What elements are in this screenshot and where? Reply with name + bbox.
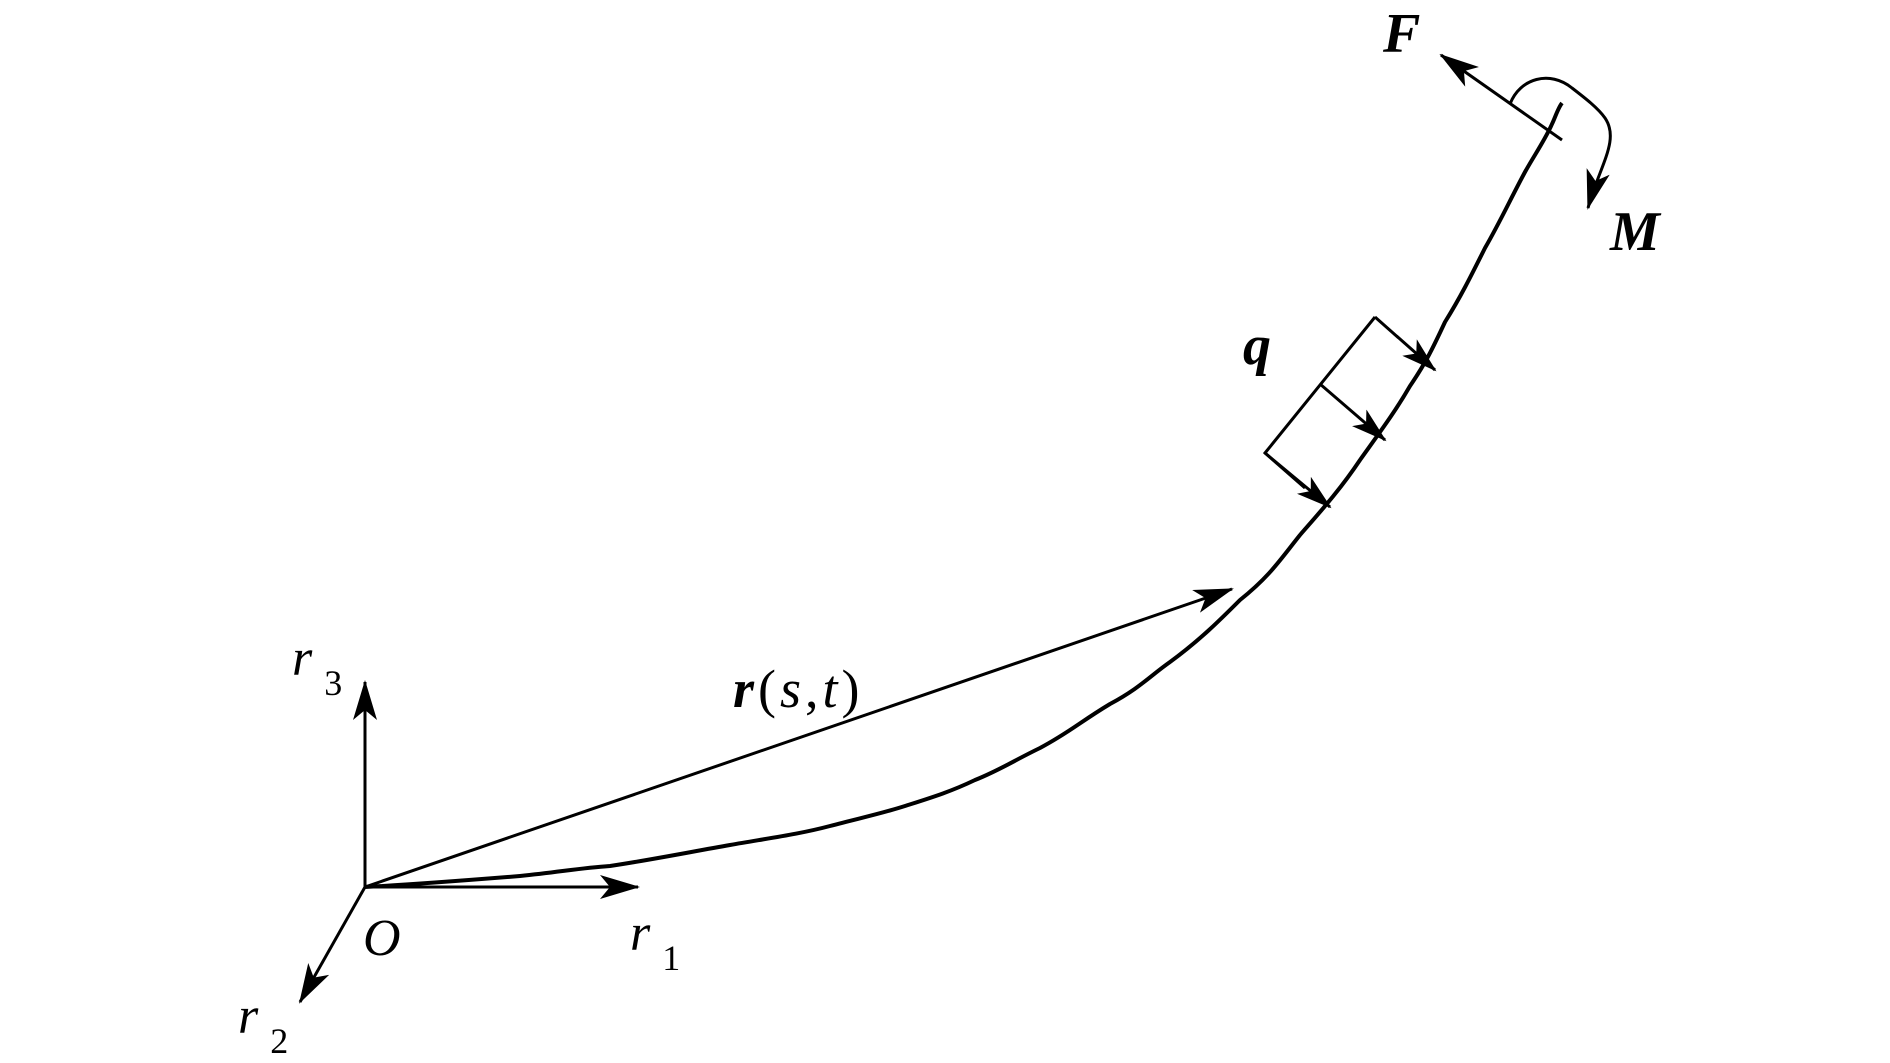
position-vector-s: s: [780, 659, 801, 719]
end-moment-arrow: [1508, 76, 1612, 210]
axis-r1-base: r: [630, 905, 651, 962]
rod-curve: [364, 101, 1564, 889]
end-force-label: F: [1382, 3, 1420, 65]
axis-r3-subscript: 3: [324, 663, 342, 703]
load-arrow-middle: [1319, 382, 1387, 442]
coordinate-axes: [298, 680, 640, 1004]
axis-r2-label: r 2: [238, 988, 288, 1061]
axis-r1-label: r 1: [630, 905, 680, 978]
position-vector-arrow: [364, 587, 1234, 889]
position-vector-open-paren: (: [758, 659, 776, 719]
position-vector-close-paren: ): [842, 659, 860, 719]
axis-r2-base: r: [238, 988, 259, 1045]
end-moment-label: M: [1609, 201, 1662, 263]
axis-r2-subscript: 2: [270, 1021, 288, 1061]
load-arrow-top: [1374, 315, 1437, 372]
position-vector-comma: ,: [805, 659, 819, 719]
distributed-load-label: q: [1243, 315, 1271, 377]
labels: O r 1 r 2 r 3 r ( s , t ) q F: [238, 3, 1662, 1061]
end-force-arrow: [1439, 53, 1563, 142]
origin-label: O: [363, 910, 401, 967]
axis-r3-label: r 3: [292, 630, 342, 703]
axis-r3-base: r: [292, 630, 313, 687]
distributed-load: [1262, 315, 1437, 509]
load-arrow-bottom: [1264, 451, 1332, 509]
position-vector-t: t: [823, 659, 840, 719]
position-vector-symbol: r: [733, 659, 755, 719]
position-vector-label: r ( s , t ): [733, 659, 860, 719]
axis-r1-subscript: 1: [662, 938, 680, 978]
axis-r2-arrow: [298, 886, 367, 1004]
